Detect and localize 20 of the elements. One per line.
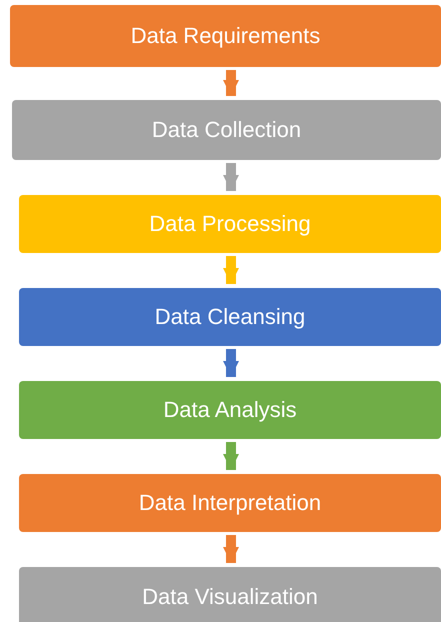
step-label: Data Cleansing <box>154 304 306 330</box>
step-label: Data Collection <box>152 117 302 143</box>
arrow <box>223 349 239 377</box>
step-label: Data Processing <box>149 211 311 237</box>
process-box <box>19 567 441 622</box>
process-box <box>19 381 441 439</box>
process-box <box>19 195 441 253</box>
step-label: Data Interpretation <box>138 490 322 516</box>
step-label: Data Visualization <box>142 584 318 610</box>
arrow <box>223 256 239 284</box>
process-box <box>19 288 441 346</box>
arrow <box>223 535 239 563</box>
process-box <box>12 100 441 160</box>
arrow <box>223 70 239 96</box>
process-box <box>19 474 441 532</box>
process-box <box>10 5 441 67</box>
step-label: Data Requirements <box>130 23 320 49</box>
arrow <box>223 163 239 191</box>
step-label: Data Analysis <box>163 397 297 423</box>
arrow <box>223 442 239 470</box>
